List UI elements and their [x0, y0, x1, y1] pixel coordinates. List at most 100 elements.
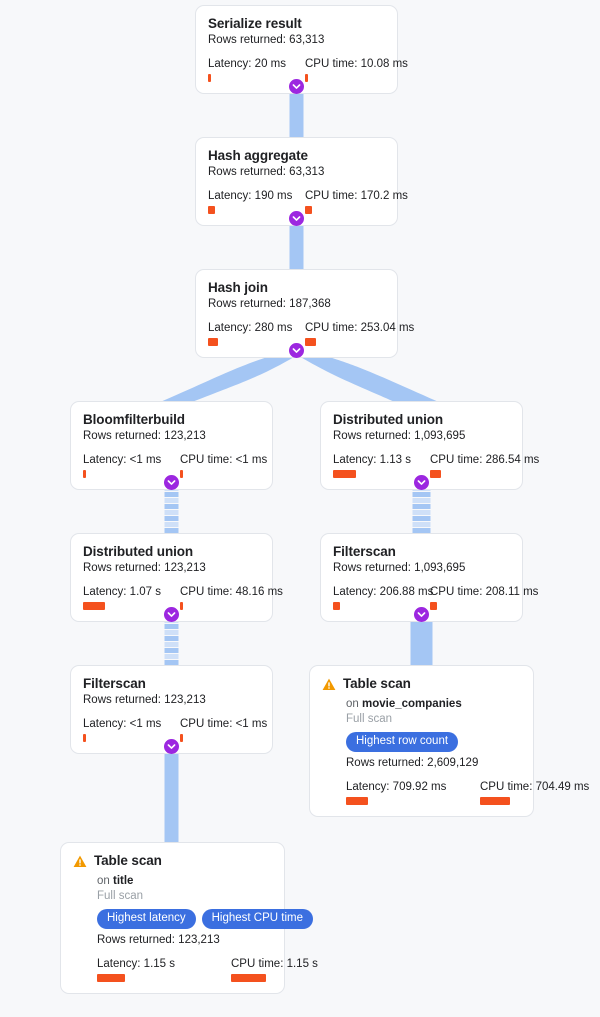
edge-stripe	[164, 636, 179, 641]
node-header: Distributed union	[333, 411, 510, 428]
cpu-time-metric: CPU time: 170.2 ms	[305, 189, 408, 214]
node-header: Filterscan	[333, 543, 510, 560]
latency-metric: Latency: 1.07 s	[83, 585, 180, 610]
latency-metric: Latency: 1.13 s	[333, 453, 430, 478]
cpu-time-label: CPU time: 208.11 ms	[430, 586, 539, 598]
edge-stripe	[164, 654, 179, 659]
node-title: Table scan	[343, 676, 411, 691]
latency-label: Latency: <1 ms	[83, 454, 162, 466]
latency-bar	[208, 338, 218, 346]
latency-label: Latency: 1.07 s	[83, 586, 161, 598]
node-table-ref: on title	[73, 874, 272, 889]
node-metrics: Latency: 190 ms CPU time: 170.2 ms	[208, 189, 408, 214]
cpu-time-metric: CPU time: 10.08 ms	[305, 57, 408, 82]
status-badge[interactable]: Highest row count	[346, 732, 459, 752]
edge-stripe	[164, 624, 179, 629]
cpu-time-bar	[180, 602, 183, 610]
chevron-down-icon[interactable]	[289, 343, 304, 358]
latency-label: Latency: 1.13 s	[333, 454, 411, 466]
on-prefix: on	[346, 698, 359, 710]
chevron-down-icon[interactable]	[289, 79, 304, 94]
cpu-time-label: CPU time: 253.04 ms	[305, 322, 415, 334]
node-rows-returned: Rows returned: 63,313	[208, 34, 325, 46]
latency-label: Latency: 206.88 ms	[333, 586, 434, 598]
latency-label: Latency: 190 ms	[208, 190, 293, 202]
latency-metric: Latency: 20 ms	[208, 57, 305, 82]
cpu-time-bar	[180, 470, 183, 478]
edge-stripe	[164, 522, 179, 527]
edge-stripe	[164, 504, 179, 509]
node-title: Table scan	[94, 853, 162, 868]
node-header: Serialize result	[208, 15, 385, 32]
node-rows-returned: Rows returned: 1,093,695	[333, 430, 466, 442]
node-title: Filterscan	[333, 544, 396, 559]
cpu-time-metric: CPU time: 286.54 ms	[430, 453, 539, 478]
node-header: Bloomfilterbuild	[83, 411, 260, 428]
latency-label: Latency: 1.15 s	[97, 958, 175, 970]
node-rows-returned: Rows returned: 123,213	[83, 562, 206, 574]
chevron-down-icon[interactable]	[414, 607, 429, 622]
node-header: Distributed union	[83, 543, 260, 560]
node-metrics: Latency: <1 ms CPU time: <1 ms	[83, 453, 267, 478]
edge-band	[164, 742, 179, 842]
edge-stripe	[164, 648, 179, 653]
chevron-down-icon[interactable]	[164, 739, 179, 754]
node-rows-returned: Rows returned: 123,213	[83, 694, 206, 706]
node-title: Hash aggregate	[208, 148, 308, 163]
cpu-time-bar	[430, 470, 441, 478]
node-rows-returned: Rows returned: 123,213	[97, 934, 220, 946]
latency-bar	[346, 797, 368, 805]
latency-bar	[333, 602, 340, 610]
latency-bar	[83, 734, 86, 742]
node-table-ref: on movie_companies	[322, 697, 521, 712]
table-name: movie_companies	[362, 698, 462, 710]
on-prefix: on	[97, 875, 110, 887]
latency-label: Latency: 709.92 ms	[346, 781, 447, 793]
cpu-time-label: CPU time: 704.49 ms	[480, 781, 590, 793]
latency-metric: Latency: <1 ms	[83, 717, 180, 742]
cpu-time-bar	[305, 206, 312, 214]
cpu-time-metric: CPU time: 253.04 ms	[305, 321, 414, 346]
chevron-down-icon[interactable]	[289, 211, 304, 226]
chevron-down-icon[interactable]	[414, 475, 429, 490]
status-badge[interactable]: Highest latency	[97, 909, 196, 929]
edge-stripe	[164, 642, 179, 647]
node-rows-returned: Rows returned: 2,609,129	[346, 757, 479, 769]
node-title: Serialize result	[208, 16, 302, 31]
edge-stripe	[412, 498, 431, 503]
cpu-time-label: CPU time: <1 ms	[180, 454, 268, 466]
cpu-time-bar	[430, 602, 437, 610]
latency-metric: Latency: 1.15 s	[97, 957, 231, 982]
cpu-time-metric: CPU time: 208.11 ms	[430, 585, 538, 610]
chevron-down-icon[interactable]	[164, 607, 179, 622]
node-rows-returned: Rows returned: 1,093,695	[333, 562, 466, 574]
node-metrics: Latency: 709.92 ms CPU time: 704.49 ms	[322, 780, 589, 805]
node-title: Distributed union	[83, 544, 194, 559]
cpu-time-label: CPU time: 48.16 ms	[180, 586, 283, 598]
edge-stripe	[164, 630, 179, 635]
status-badge[interactable]: Highest CPU time	[201, 909, 314, 929]
cpu-time-bar	[305, 338, 316, 346]
node-rows-returned: Rows returned: 123,213	[83, 430, 206, 442]
node-header: Filterscan	[83, 675, 260, 692]
latency-metric: Latency: 206.88 ms	[333, 585, 434, 610]
cpu-time-label: CPU time: 286.54 ms	[430, 454, 540, 466]
node-title: Hash join	[208, 280, 268, 295]
edge-stripe	[164, 492, 179, 497]
latency-metric: Latency: 190 ms	[208, 189, 305, 214]
node-title: Bloomfilterbuild	[83, 412, 185, 427]
cpu-time-label: CPU time: <1 ms	[180, 718, 268, 730]
chevron-down-icon[interactable]	[164, 475, 179, 490]
table-name: title	[113, 875, 134, 887]
node-badges: Highest row count	[322, 732, 521, 752]
cpu-time-metric: CPU time: <1 ms	[180, 717, 267, 742]
node-rows-returned: Rows returned: 187,368	[208, 298, 331, 310]
cpu-time-metric: CPU time: 704.49 ms	[480, 780, 589, 805]
latency-label: Latency: 20 ms	[208, 58, 286, 70]
